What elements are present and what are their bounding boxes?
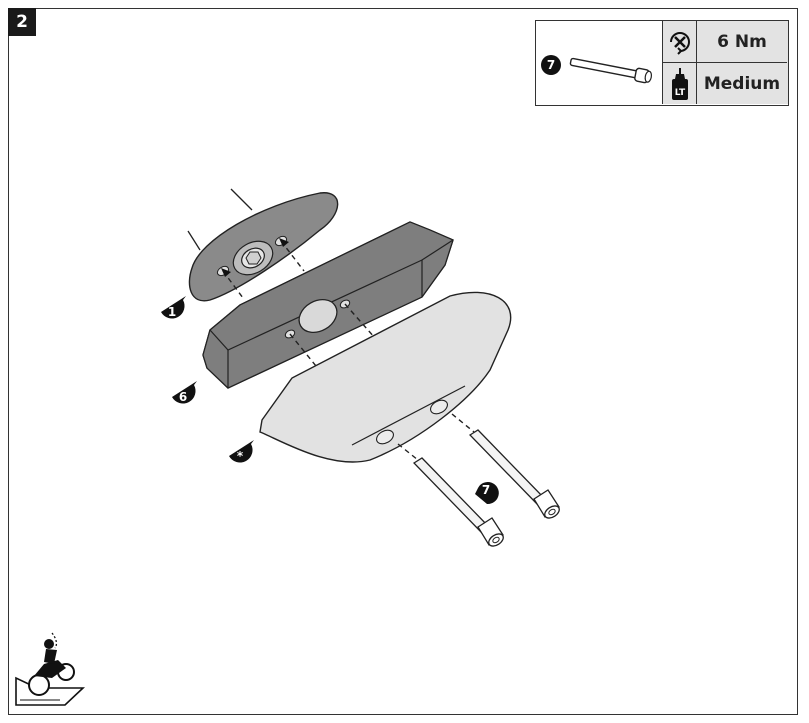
bolt-7-left bbox=[412, 457, 504, 547]
spec-part-cell: 7 bbox=[536, 21, 662, 104]
callout-part-1: 1 bbox=[167, 305, 177, 319]
spec-box: 7 6 Nm LT Medium bbox=[535, 20, 789, 106]
bolt-icon bbox=[541, 55, 653, 84]
callout-marker bbox=[161, 296, 186, 319]
callout-part-7: 7 bbox=[481, 483, 491, 497]
threadlock-row: LT Medium bbox=[663, 63, 787, 104]
torque-value: 6 Nm bbox=[717, 31, 767, 52]
callout-part-6: 6 bbox=[178, 390, 188, 404]
part-6-spacer-block bbox=[202, 221, 454, 389]
threadlocker-bottle-icon: LT bbox=[663, 63, 697, 104]
diagram-frame bbox=[8, 8, 798, 715]
step-number-badge: 2 bbox=[8, 8, 36, 36]
spec-values-cell: 6 Nm LT Medium bbox=[662, 21, 788, 104]
arrow-icon bbox=[279, 238, 289, 247]
callout-part-star: * bbox=[236, 449, 244, 463]
torque-row: 6 Nm bbox=[663, 21, 787, 63]
threadlock-value: Medium bbox=[703, 73, 781, 94]
motorcycle-on-stand-icon bbox=[15, 632, 86, 706]
bolt-7-right bbox=[468, 429, 560, 519]
callout-marker bbox=[229, 440, 254, 463]
leader-line bbox=[187, 230, 201, 251]
leader-line bbox=[230, 188, 253, 211]
threadlock-label: LT bbox=[674, 88, 685, 98]
part-star-base-plate bbox=[259, 291, 512, 463]
arrow-icon bbox=[221, 268, 231, 277]
spec-part-callout: 7 bbox=[546, 58, 556, 72]
callout-marker bbox=[475, 482, 499, 505]
torque-wrench-icon bbox=[663, 21, 697, 62]
callout-marker bbox=[172, 381, 197, 404]
